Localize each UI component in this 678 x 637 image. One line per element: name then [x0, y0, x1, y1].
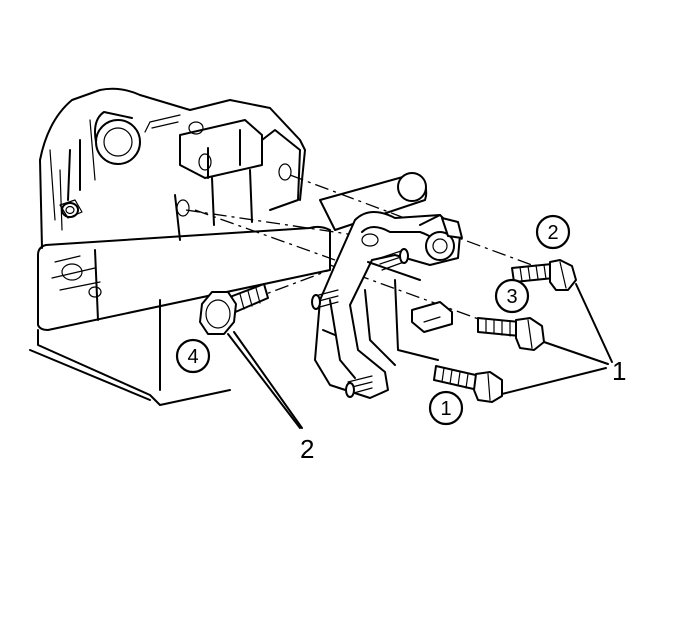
callout-2: 2	[535, 214, 571, 250]
callout-3: 3	[494, 278, 530, 314]
callout-1-text: 1	[440, 398, 451, 420]
callout-1: 1	[428, 390, 464, 426]
bolt-2	[511, 259, 577, 291]
mounting-bracket	[311, 211, 463, 399]
engine-block	[29, 87, 331, 406]
stud-left	[311, 289, 339, 310]
callout-4: 4	[175, 338, 211, 374]
stud-lower	[345, 375, 373, 398]
bolt-3	[477, 317, 545, 351]
stud-upper	[379, 248, 409, 271]
bolt-1	[433, 365, 503, 403]
label-group-1: 1	[612, 356, 626, 386]
leader-lines	[227, 283, 613, 429]
callout-4-text: 4	[187, 346, 198, 368]
callout-2-text: 2	[547, 222, 558, 244]
bolt-4	[199, 283, 269, 335]
engine-tube	[319, 172, 428, 231]
label-group-2: 2	[300, 434, 314, 464]
callout-3-text: 3	[506, 286, 517, 308]
